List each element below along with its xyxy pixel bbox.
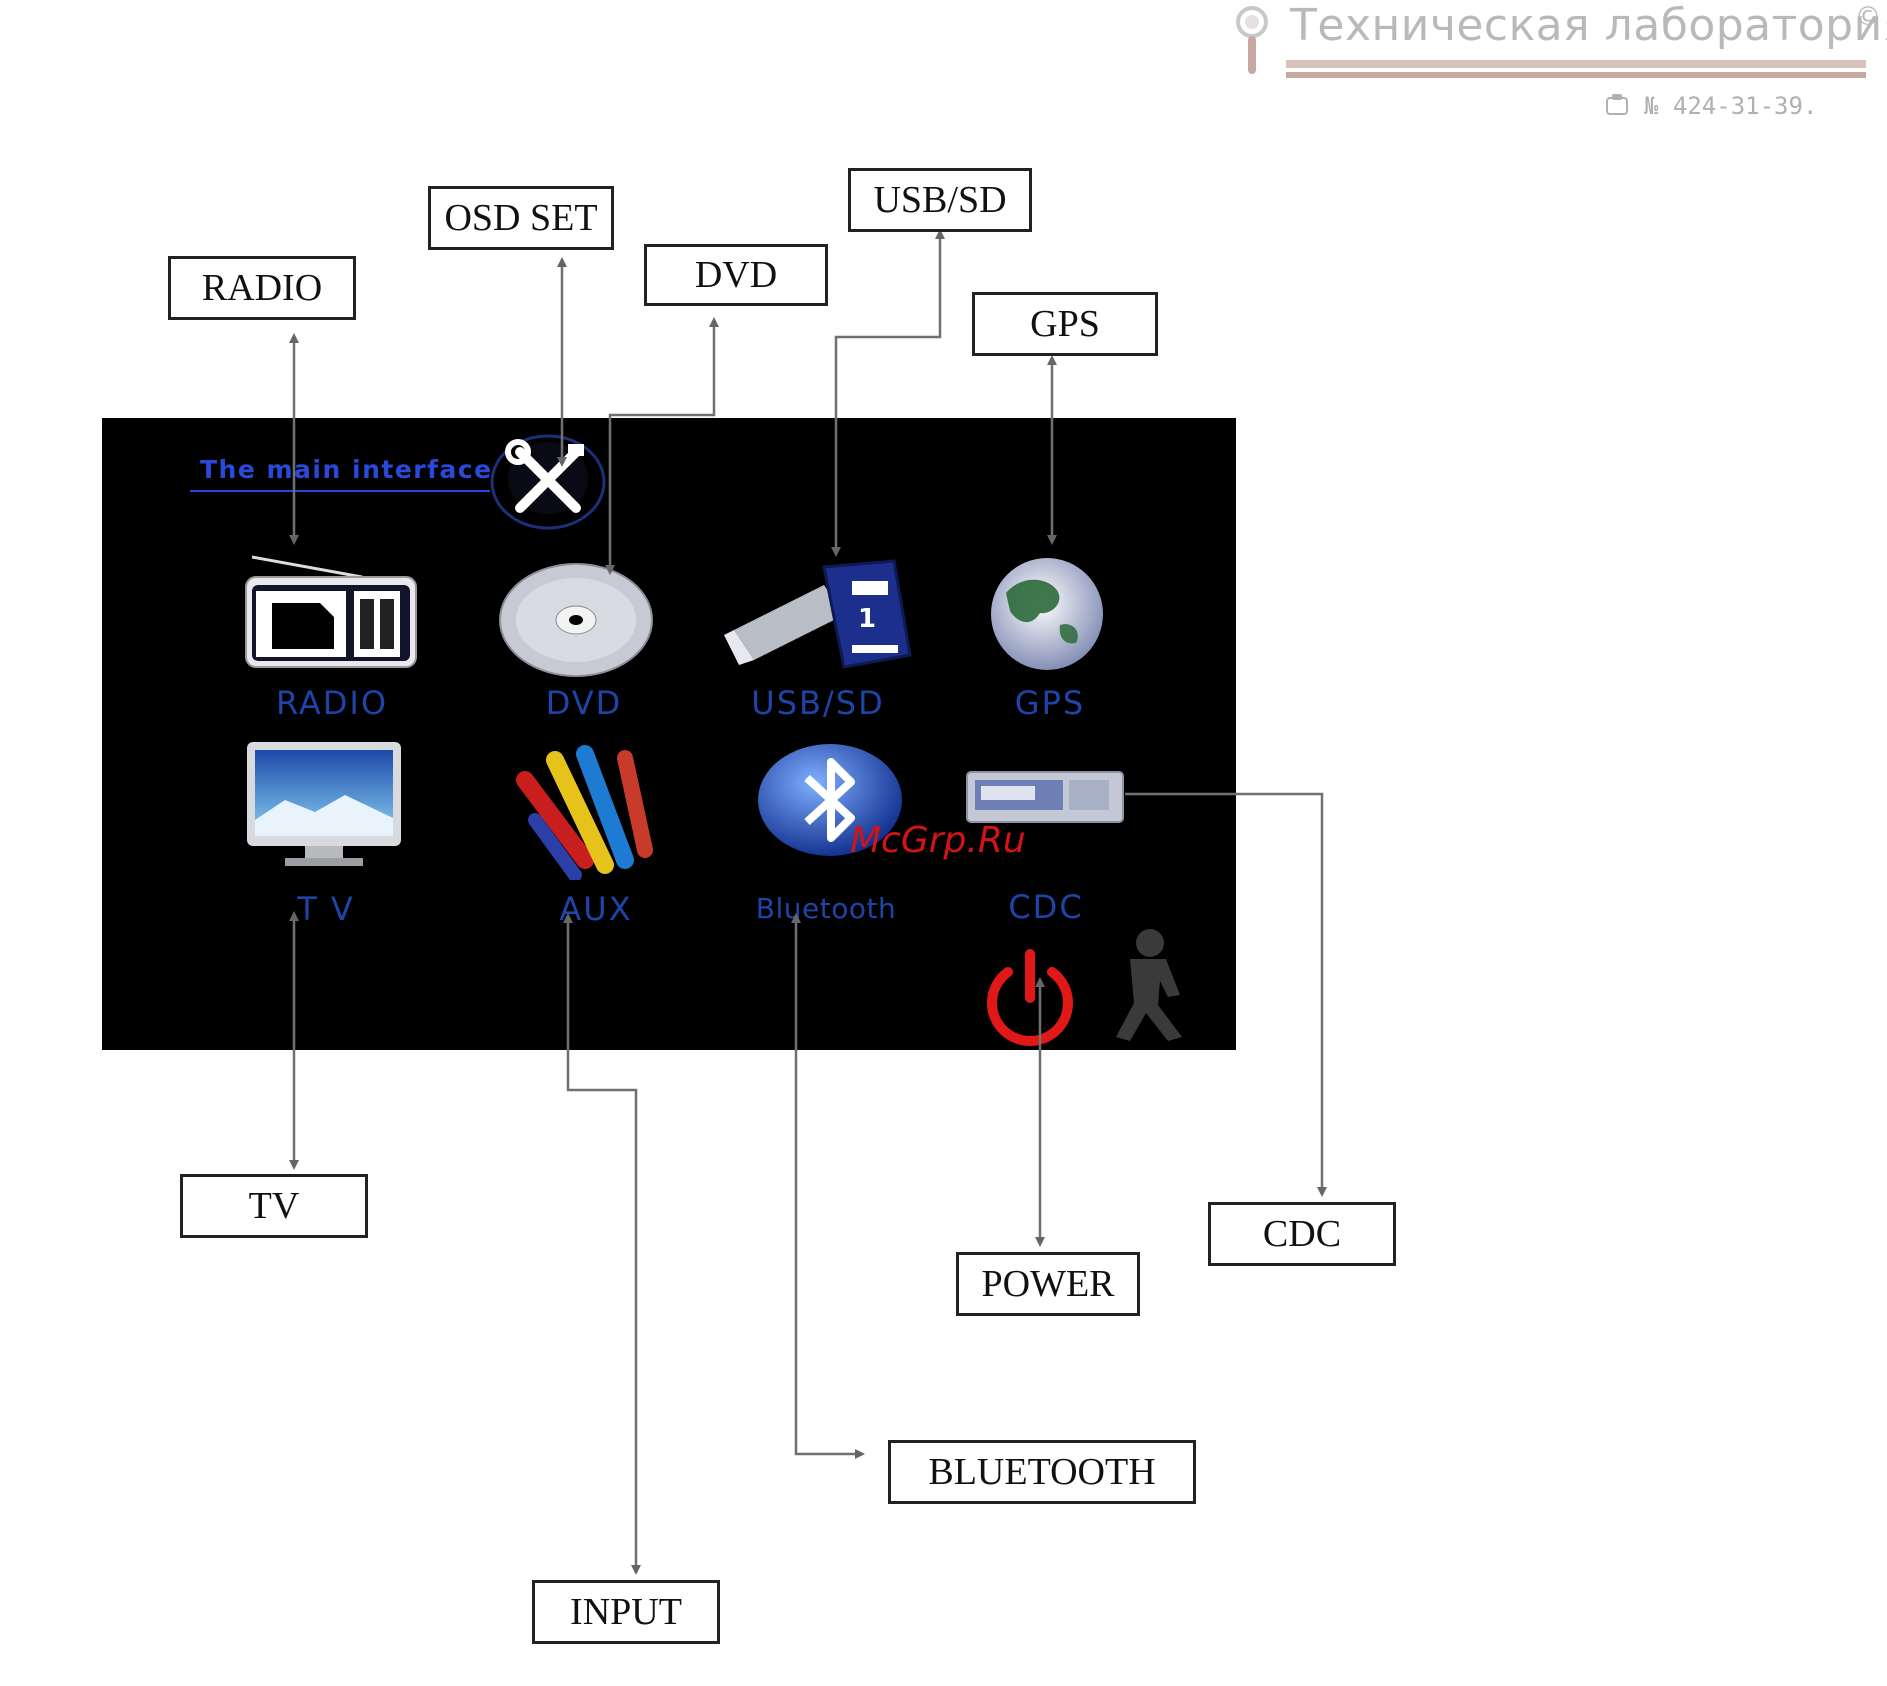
callout-bluetooth: BLUETOOTH [888,1440,1196,1504]
callout-cdc: CDC [1208,1202,1396,1266]
callout-usb-sd: USB/SD [848,168,1032,232]
callout-input: INPUT [532,1580,720,1644]
callout-osd-set: OSD SET [428,186,614,250]
callout-radio: RADIO [168,256,356,320]
callout-gps: GPS [972,292,1158,356]
callout-dvd: DVD [644,244,828,306]
callout-power: POWER [956,1252,1140,1316]
callout-tv: TV [180,1174,368,1238]
